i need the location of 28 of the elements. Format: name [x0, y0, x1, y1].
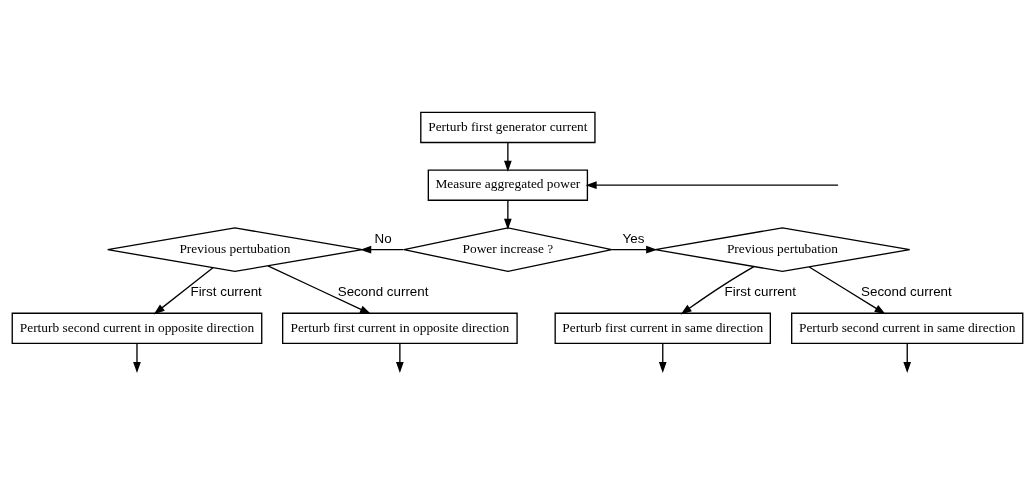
arrow	[585, 181, 839, 190]
arrow	[267, 265, 371, 315]
arrow	[360, 245, 405, 254]
arrow	[680, 265, 755, 315]
node-box: Perturb second current in opposite direction	[11, 312, 263, 345]
arrow	[611, 245, 658, 254]
arrow	[808, 266, 886, 315]
node-diamond: Power increase ?	[403, 227, 613, 273]
edge-label: First current	[724, 283, 796, 299]
node-box: Perturb first current in opposite direction	[282, 312, 518, 345]
edge-label: Second current	[861, 283, 952, 299]
node-diamond: Previous pertubation	[107, 227, 363, 273]
node-box: Perturb second current in same direction	[791, 312, 1024, 345]
node-box: Perturb first generator current	[420, 111, 596, 144]
arrow	[133, 342, 141, 374]
edge-label: Yes	[622, 230, 645, 246]
arrow	[658, 342, 667, 374]
arrow	[504, 199, 512, 230]
node-box: Measure aggregated power	[427, 169, 589, 201]
arrow	[153, 267, 214, 315]
arrow	[396, 342, 404, 374]
edge-label: Second current	[337, 283, 429, 299]
arrow	[504, 142, 512, 172]
node-box: Perturb first current in same direction	[554, 312, 771, 345]
arrow	[903, 342, 912, 374]
node-diamond: Previous pertubation	[654, 227, 911, 273]
edge-label: First current	[190, 283, 262, 299]
edge-label: No	[374, 230, 392, 246]
